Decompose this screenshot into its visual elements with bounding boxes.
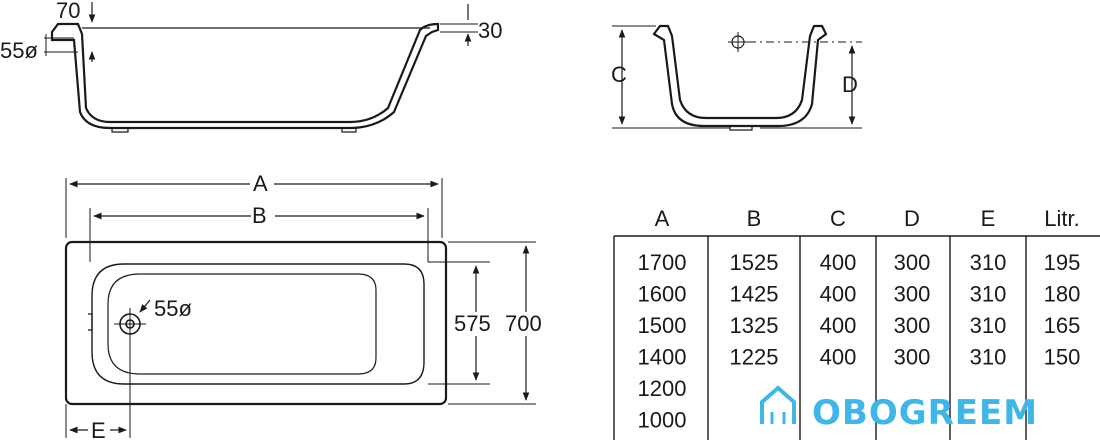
table-cell: 195 <box>1044 250 1081 275</box>
top-view-dim-a-ext <box>65 178 443 238</box>
end-view-dim-c-ext <box>612 25 730 129</box>
top-view-dim-700: 700 <box>505 311 542 336</box>
side-view-foot <box>341 128 357 133</box>
dimension-table: A B C D E Litr. 1700 1525 400 300 310 195 1600 1425 40… <box>613 206 1100 440</box>
table-cell: 310 <box>970 345 1007 370</box>
table-cell: 180 <box>1044 282 1081 307</box>
table-cell: 400 <box>820 282 857 307</box>
top-view-dim-b: B <box>252 203 267 228</box>
table-header-cell: C <box>830 206 846 231</box>
top-view-dim-e-gap <box>88 420 110 440</box>
top-view-dim-575-ext <box>428 261 490 385</box>
watermark-text: OBOGREEM <box>812 393 1038 433</box>
table-cell: 1600 <box>638 282 687 307</box>
top-view-dim-b-gap <box>251 204 275 228</box>
table-cell: 150 <box>1044 345 1081 370</box>
table-cell: 310 <box>970 282 1007 307</box>
table-header-cell: A <box>655 206 670 231</box>
table-cell: 310 <box>970 313 1007 338</box>
end-view-drain-cross <box>728 32 748 52</box>
table-header-cell: E <box>981 206 996 231</box>
table-header-cell: D <box>904 206 920 231</box>
table-cell: 300 <box>894 345 931 370</box>
top-view-dim-e-ext <box>65 334 131 438</box>
watermark: OBOGREEM <box>760 385 1038 433</box>
top-view-dim-e: E <box>91 418 106 440</box>
top-view-dim-700-gap <box>502 312 548 336</box>
table-cell: 1500 <box>638 313 687 338</box>
table-cell: 1400 <box>638 345 687 370</box>
table-cell: 1425 <box>730 282 779 307</box>
top-view-overflow-slot <box>88 313 93 331</box>
dim-55-lines <box>44 34 78 56</box>
table-cell: 1700 <box>638 250 687 275</box>
table-header-cell: B <box>747 206 762 231</box>
end-view-dim-c: C <box>611 62 627 87</box>
table-cell: 1325 <box>730 313 779 338</box>
side-view-dim-70: 70 <box>56 0 80 23</box>
table-cell: 300 <box>894 282 931 307</box>
table-cell: 400 <box>820 250 857 275</box>
table-cell: 310 <box>970 250 1007 275</box>
top-view-inner-basin <box>91 263 425 385</box>
table-header-cell: Litr. <box>1044 206 1079 231</box>
top-view-dim-55-arrow <box>139 299 151 313</box>
house-icon <box>760 385 796 424</box>
table-cell: 1200 <box>638 376 687 401</box>
table-cell: 300 <box>894 250 931 275</box>
side-view-tub-outline <box>50 22 440 130</box>
table-cell: 1000 <box>638 408 687 433</box>
table-cell: 300 <box>894 313 931 338</box>
side-view-dim-55: 55ø <box>0 38 38 63</box>
table-cell: 400 <box>820 313 857 338</box>
table-cell: 1225 <box>730 345 779 370</box>
table-cell: 400 <box>820 345 857 370</box>
side-view-dim-30: 30 <box>478 18 502 43</box>
house-icon-detail <box>770 412 786 424</box>
top-view-basin-floor <box>107 273 377 375</box>
side-view <box>44 2 478 133</box>
top-view-dim-575-gap <box>452 312 498 336</box>
table-cell: 1525 <box>730 250 779 275</box>
top-view-dim-a-gap <box>250 172 274 196</box>
end-view-tub-outline <box>652 24 828 128</box>
top-view-dim-55: 55ø <box>154 296 192 321</box>
side-view-foot <box>111 128 129 133</box>
top-view-dim-575: 575 <box>454 311 491 336</box>
top-view-dim-a: A <box>253 171 268 196</box>
dim-30-ext <box>440 23 478 33</box>
top-view-dim-b-ext <box>89 208 429 262</box>
end-view <box>612 24 862 131</box>
top-view-outer-rim <box>64 240 448 406</box>
end-view-dim-d: D <box>842 72 858 97</box>
table-cell: 165 <box>1044 313 1081 338</box>
top-view <box>64 178 536 438</box>
top-view-dim-700-ext <box>448 241 536 405</box>
